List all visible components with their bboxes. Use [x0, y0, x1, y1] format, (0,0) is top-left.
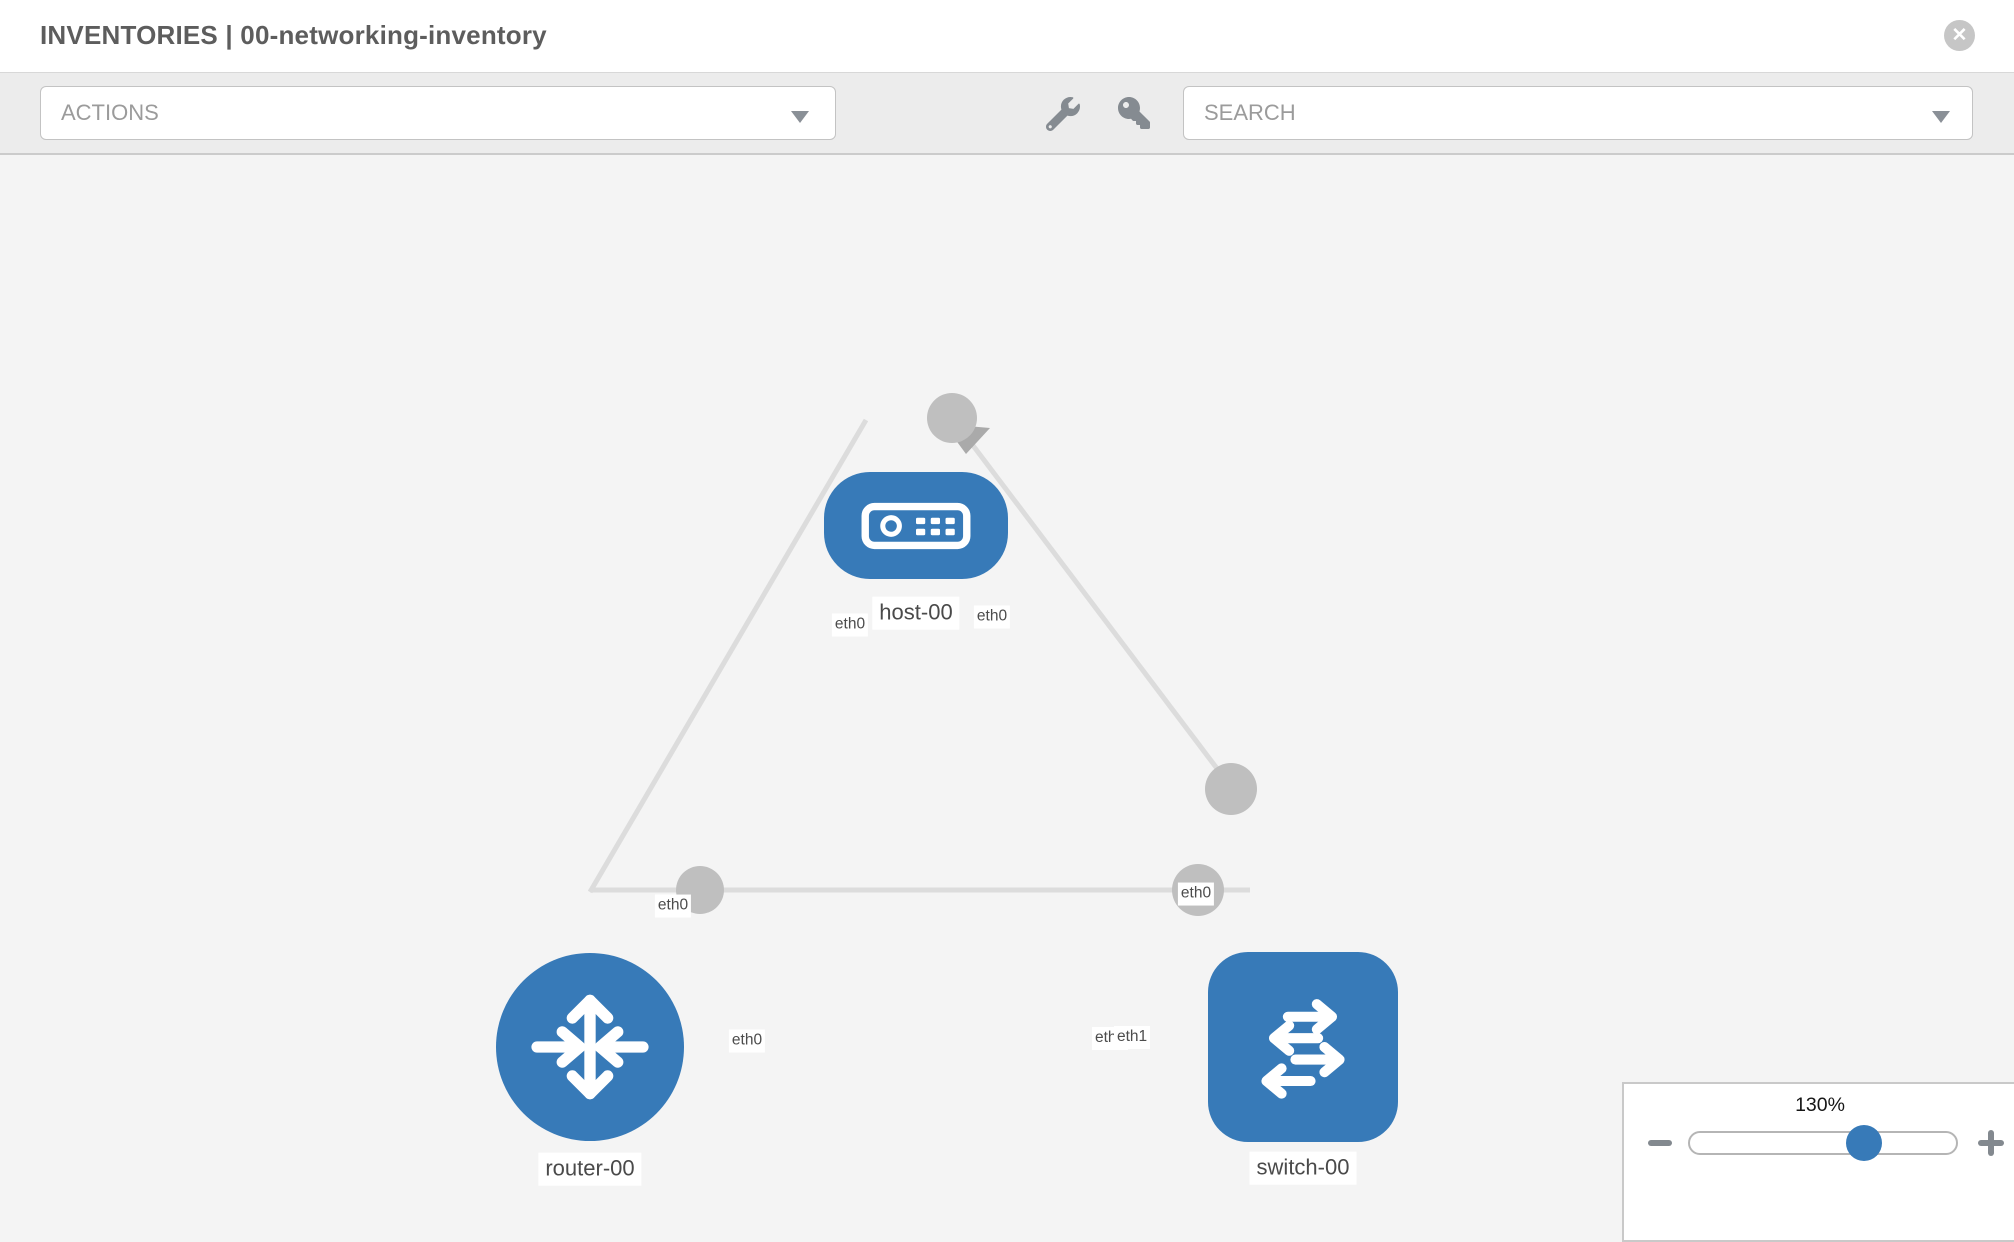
zoom-slider-track[interactable]: [1688, 1131, 1958, 1155]
link-host-switch[interactable]: [948, 413, 1239, 797]
iface-label-router-right: eth0: [728, 1029, 766, 1053]
zoom-slider-handle[interactable]: [1846, 1125, 1882, 1161]
toolbar: ACTIONS SEARCH: [0, 73, 2014, 155]
search-placeholder: SEARCH: [1204, 100, 1296, 125]
node-label-host: host-00: [872, 596, 960, 630]
server-icon: [861, 502, 971, 549]
panel-header: INVENTORIES | 00-networking-inventory ✕: [0, 0, 2014, 73]
search-dropdown[interactable]: SEARCH: [1183, 86, 1973, 140]
node-label-router: router-00: [538, 1152, 642, 1186]
iface-label-router-top: eth0: [654, 894, 692, 918]
actions-dropdown-label: ACTIONS: [61, 100, 159, 125]
zoom-control-panel: 130%: [1622, 1082, 2014, 1242]
node-router[interactable]: [496, 953, 684, 1141]
switch-arrows-icon: [1261, 999, 1345, 1099]
zoom-level-text: 130%: [1795, 1094, 1845, 1116]
router-arrows-icon: [531, 994, 649, 1100]
port-host-bottom[interactable]: [927, 393, 977, 443]
iface-label-host-left: eth0: [831, 613, 869, 637]
port-switch-top[interactable]: [1205, 763, 1257, 815]
zoom-in-plus-icon[interactable]: [1978, 1130, 2004, 1156]
link-host-router[interactable]: [587, 418, 869, 894]
zoom-out-minus-icon[interactable]: [1648, 1140, 1672, 1146]
iface-label-switch-top: eth0: [1177, 882, 1215, 906]
actions-dropdown[interactable]: ACTIONS: [40, 86, 836, 140]
topology-canvas[interactable]: host-00 router-00 switch-00 eth0 eth0 et…: [0, 155, 2014, 1200]
chevron-down-icon: [791, 111, 809, 123]
chevron-down-icon: [1932, 111, 1950, 123]
iface-label-host-right: eth0: [973, 605, 1011, 629]
page-title: INVENTORIES | 00-networking-inventory: [40, 20, 547, 50]
iface-label-switch-left: eth1: [1114, 1026, 1151, 1049]
node-label-switch: switch-00: [1249, 1151, 1357, 1185]
wrench-icon[interactable]: [1046, 97, 1080, 131]
links-layer: [587, 393, 1257, 916]
node-switch[interactable]: [1208, 952, 1398, 1142]
close-icon[interactable]: ✕: [1944, 20, 1975, 51]
key-icon[interactable]: [1118, 97, 1150, 129]
node-host[interactable]: [824, 472, 1008, 579]
